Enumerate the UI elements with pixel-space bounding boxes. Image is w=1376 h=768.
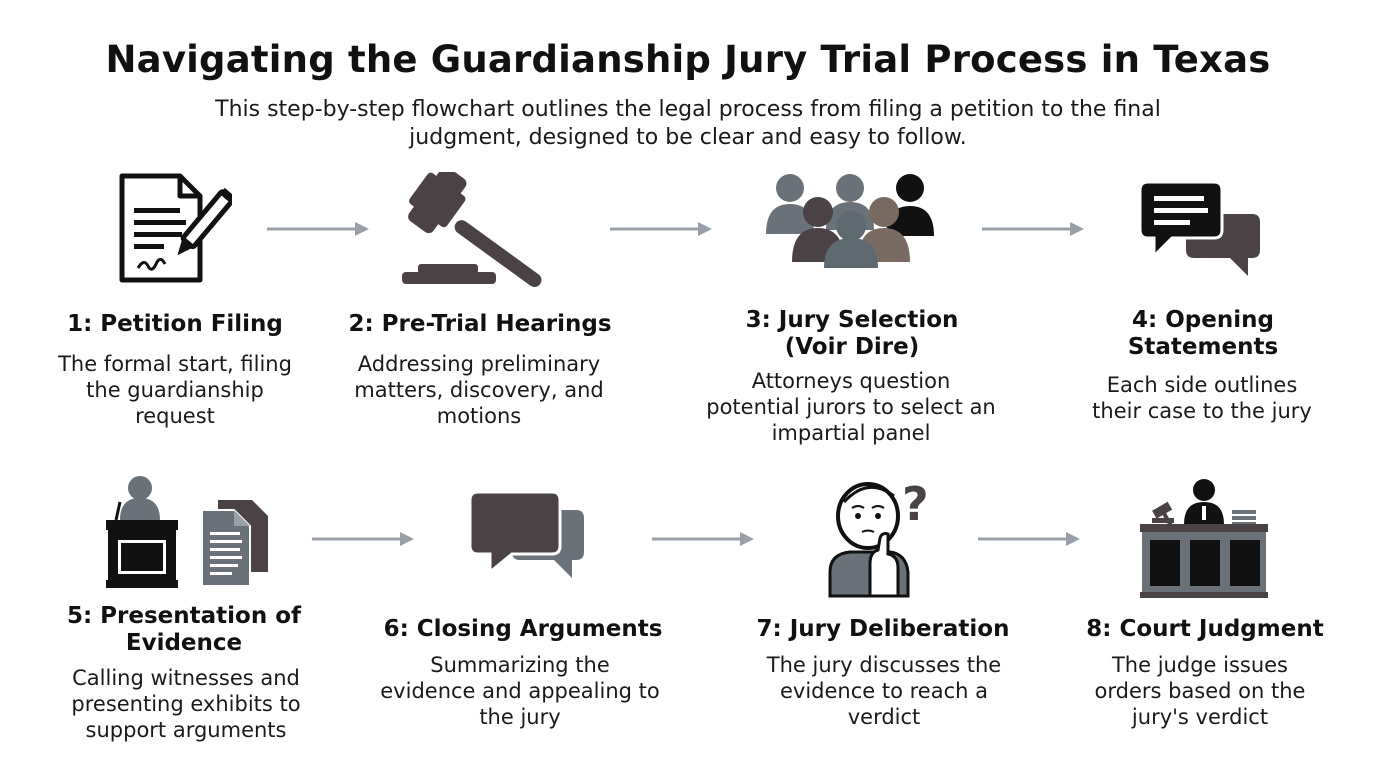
thinking-person-icon: ? [828,477,929,598]
step-3-title: 3: Jury Selection (Voir Dire) [745,307,959,360]
step-8-description: The judge issues orders based on the jur… [1094,653,1306,729]
step-5-description: Calling witnesses and presenting exhibit… [71,666,301,742]
step-7-title: 7: Jury Deliberation [756,616,1010,642]
step-1-title: 1: Petition Filing [67,311,283,337]
arrow-7-to-8 [978,532,1080,546]
step-8-title: 8: Court Judgment [1086,616,1324,642]
people-group-icon [766,174,934,268]
step-5-title: 5: Presentation of Evidence [66,603,302,656]
step-4-title: 4: Opening Statements [1127,307,1279,360]
arrow-5-to-6 [312,532,414,546]
speech-bubbles-icon-2 [470,490,584,578]
page-title: Navigating the Guardianship Jury Trial P… [105,38,1271,81]
step-4-description: Each side outlines their case to the jur… [1092,373,1312,423]
judge-bench-icon [1140,479,1268,598]
speech-bubbles-icon [1140,180,1260,276]
step-7-description: The jury discusses the evidence to reach… [766,653,1002,729]
step-1-description: The formal start, filing the guardianshi… [58,352,292,428]
arrow-6-to-7 [652,532,754,546]
page-subtitle: This step-by-step flowchart outlines the… [215,97,1161,150]
step-2-title: 2: Pre-Trial Hearings [348,311,612,337]
step-3-description: Attorneys question potential jurors to s… [706,369,996,445]
document-pen-icon [119,173,232,283]
step-2-description: Addressing preliminary matters, discover… [354,352,604,428]
gavel-icon [402,172,542,287]
arrow-2-to-3 [610,222,712,236]
arrow-1-to-2 [267,222,369,236]
step-6-title: 6: Closing Arguments [383,616,663,642]
svg-text:?: ? [902,477,929,531]
arrow-3-to-4 [982,222,1084,236]
podium-document-icon [106,476,268,588]
step-6-description: Summarizing the evidence and appealing t… [380,653,660,729]
